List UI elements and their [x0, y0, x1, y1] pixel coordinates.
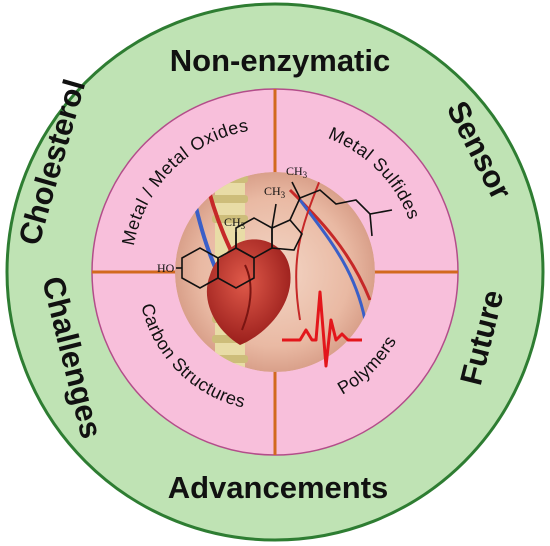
molecule-ho: HO [157, 261, 175, 275]
molecule-ch3-top: CH3 [286, 164, 308, 180]
label-non-enzymatic: Non-enzymatic [170, 43, 390, 78]
molecule-ch3-left: CH3 [224, 215, 246, 231]
molecule-ch3-mid: CH3 [264, 184, 286, 200]
label-advancements: Advancements [168, 470, 389, 505]
ecg-line [282, 290, 362, 368]
heart-shape [206, 239, 291, 345]
cholesterol-molecule [176, 181, 393, 289]
